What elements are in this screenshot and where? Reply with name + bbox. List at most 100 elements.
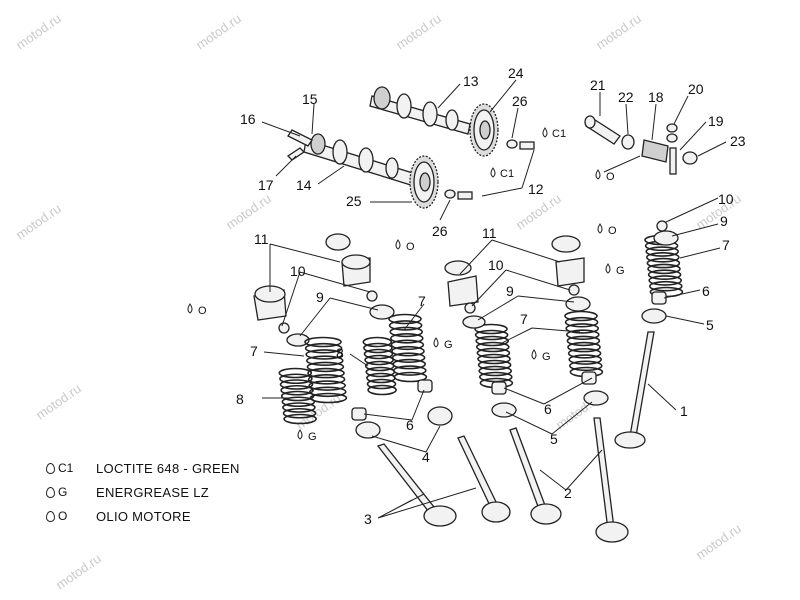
- callout-15: 15: [302, 91, 318, 107]
- svg-text:G: G: [542, 351, 551, 363]
- lubricant-legend: C1 LOCTITE 648 - GREEN G ENERGREASE LZ O…: [46, 456, 366, 528]
- callout-20: 20: [688, 81, 704, 97]
- spring-coil: [305, 355, 344, 366]
- svg-text:O: O: [608, 225, 617, 237]
- bucket-11-right-b: [444, 260, 479, 307]
- watermark-text: motod.ru: [13, 201, 64, 243]
- callout-16: 16: [240, 111, 256, 127]
- spring-coil: [304, 342, 343, 354]
- spring-coil: [366, 378, 397, 390]
- spring-coil: [475, 341, 510, 353]
- pin-15-16-17: [286, 129, 313, 161]
- callout-10-left: 10: [290, 263, 306, 279]
- spring-coil: [367, 384, 397, 396]
- cam-gear-25: [409, 155, 439, 209]
- callout-6-left: 6: [406, 417, 414, 433]
- legend-code: G: [58, 485, 68, 499]
- spring-7-left-b: [304, 336, 348, 404]
- svg-text:O: O: [198, 305, 207, 317]
- svg-text:G: G: [616, 265, 625, 277]
- spring-coil: [565, 323, 600, 334]
- spring-coil: [565, 329, 600, 340]
- spring-coil: [474, 323, 508, 335]
- bolt-26-upper: [506, 139, 535, 150]
- tensioner-assembly: [584, 115, 698, 175]
- spring-coil: [564, 310, 598, 322]
- spring-coil: [391, 352, 426, 363]
- symbol-c1-lower: C1: [490, 167, 514, 180]
- washer-4-left: [355, 406, 453, 439]
- callout-24: 24: [508, 65, 524, 81]
- spring-coil: [648, 275, 683, 286]
- legend-row: G ENERGREASE LZ: [46, 480, 366, 504]
- valve-3-left: [376, 435, 511, 527]
- spring-coil: [647, 269, 682, 280]
- spring-coil: [645, 246, 680, 257]
- spring-coil: [365, 366, 396, 378]
- callout-9-far: 9: [720, 213, 728, 229]
- svg-text:O: O: [406, 241, 415, 253]
- spring-coil: [388, 313, 422, 325]
- callout-10-far: 10: [718, 191, 734, 207]
- symbol-o-left: O: [187, 303, 207, 317]
- watermark-text: motod.ru: [223, 191, 274, 233]
- spring-coil: [474, 329, 509, 341]
- spring-coil: [308, 380, 347, 391]
- spring-coil: [389, 333, 424, 344]
- legend-symbol: O: [46, 509, 96, 523]
- spring-coil: [364, 354, 394, 366]
- callout-25: 25: [346, 193, 362, 209]
- spring-coil: [566, 335, 601, 347]
- bucket-11-left-a: [325, 233, 371, 287]
- spring-7-right-a: [564, 310, 604, 378]
- callout-7-far: 7: [722, 237, 730, 253]
- spring-coil: [279, 379, 314, 390]
- spring-coil: [567, 348, 602, 359]
- watermark-text: motod.ru: [13, 11, 64, 53]
- cam-gear-24: [469, 103, 499, 157]
- legend-row: O OLIO MOTORE: [46, 504, 366, 528]
- spring-coil: [281, 396, 316, 408]
- camshaft-14: [303, 133, 417, 187]
- callout-6-far: 6: [702, 283, 710, 299]
- callout-8-left-b: 8: [236, 391, 244, 407]
- spring-coil: [568, 354, 603, 365]
- spring-coil: [283, 413, 317, 425]
- svg-text:C1: C1: [500, 168, 514, 180]
- callout-9-left: 9: [316, 289, 324, 305]
- camshaft-13: [369, 86, 471, 135]
- valve-2-right: [509, 417, 629, 543]
- callout-8-left-a: 8: [336, 345, 344, 361]
- callout-12: 12: [528, 181, 544, 197]
- callout-1: 1: [680, 403, 688, 419]
- legend-text: OLIO MOTORE: [96, 508, 191, 524]
- spring-coil: [645, 252, 680, 263]
- callout-7-right: 7: [520, 311, 528, 327]
- callout-18: 18: [648, 89, 664, 105]
- watermark-text: motod.ru: [593, 11, 644, 53]
- svg-text:G: G: [308, 431, 317, 443]
- spring-coil: [390, 339, 425, 351]
- watermark-text: motod.ru: [53, 551, 104, 593]
- callout-17: 17: [258, 177, 274, 193]
- valve-1: [614, 331, 655, 449]
- spring-8-left-b: [278, 367, 317, 425]
- callout-5-far: 5: [706, 317, 714, 333]
- spring-coil: [305, 349, 344, 360]
- cotter-10-right: [464, 220, 668, 314]
- retainer-9-right: [462, 230, 679, 329]
- spring-coil: [477, 359, 512, 371]
- legend-symbol: G: [46, 485, 96, 499]
- spring-coil: [364, 360, 395, 372]
- spring-coil: [646, 257, 681, 269]
- svg-text:C1: C1: [552, 128, 566, 140]
- legend-code: O: [58, 509, 68, 523]
- symbol-g-left-a: G: [433, 337, 453, 351]
- callout-4: 4: [422, 449, 430, 465]
- legend-text: LOCTITE 648 - GREEN: [96, 460, 240, 476]
- symbol-g-left-b: G: [297, 429, 317, 443]
- leader-lines: [261, 79, 727, 519]
- callout-numbers: 13 24 26 21 22 18 20 19 23 15 16 17 14 2…: [236, 65, 746, 527]
- spring-coil: [568, 360, 603, 372]
